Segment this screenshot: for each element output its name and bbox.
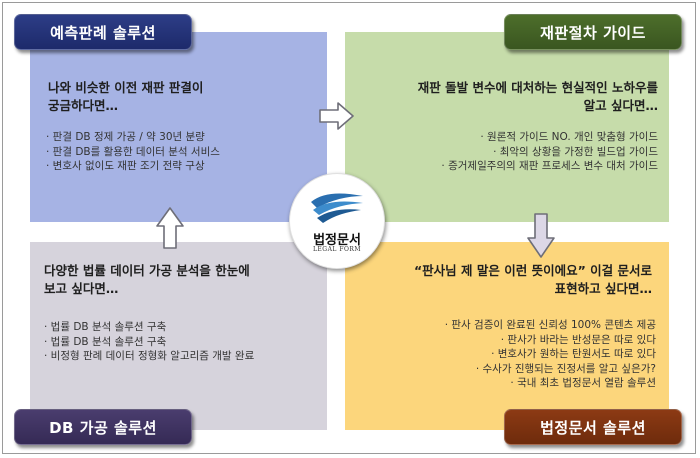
panel-document	[345, 242, 669, 430]
badge-prediction-solution: 예측판례 솔루션	[14, 14, 192, 50]
db-headline: 다양한 법률 데이터 가공 분석을 한눈에 보고 싶다면…	[44, 262, 250, 298]
list-item: · 판사가 바라는 반성문은 따로 있다	[500, 333, 656, 346]
list-item: · 국내 최초 법정문서 열람 솔루션	[510, 377, 656, 389]
logo-subtitle: LEGAL FORM	[312, 246, 362, 253]
prediction-headline-line-2: 궁금하다면…	[48, 98, 119, 113]
list-item: · 변호사 없이도 재판 조기 전략 구상	[46, 160, 205, 172]
procedure-headline-line-1: 재판 돌발 변수에 대처하는 현실적인 노하우를	[417, 80, 658, 95]
logo-circle: 법정문서 LEGAL FORM	[289, 173, 385, 269]
db-headline-line-2: 보고 싶다면…	[44, 281, 119, 296]
document-headline-line-2: 표현하고 싶다면…	[554, 281, 652, 296]
list-item: · 비정형 판례 데이터 정형화 알고리즘 개발 완료	[44, 350, 255, 362]
procedure-headline-line-2: 알고 싶다면…	[583, 98, 658, 113]
list-item: · 판결 DB를 활용한 데이터 분석 서비스	[46, 145, 220, 158]
list-item: · 변호사가 원하는 탄원서도 따로 있다	[491, 348, 656, 360]
procedure-headline: 재판 돌발 변수에 대처하는 현실적인 노하우를 알고 싶다면…	[418, 79, 658, 115]
db-bullets: · 법률 DB 분석 솔루션 구축 · 법률 DB 분석 솔루션 구축 · 비정…	[44, 320, 254, 364]
list-item: · 증거제일주의의 재판 프로세스 변수 대처 가이드	[441, 160, 658, 172]
document-bullets: · 판사 검증이 완료된 신뢰성 100% 콘텐츠 제공 · 판사가 바라는 반…	[445, 318, 656, 391]
panel-prediction	[30, 32, 327, 222]
procedure-bullets: · 원론적 가이드 NO. 개인 맞춤형 가이드 · 최악의 상황을 가정한 빌…	[441, 130, 658, 174]
list-item: · 법률 DB 분석 솔루션 구축	[44, 321, 167, 333]
logo-name: 법정문서	[313, 233, 361, 248]
badge-document-solution: 법정문서 솔루션	[504, 409, 682, 445]
list-item: · 판결 DB 정제 가공 / 약 30년 분량	[46, 131, 205, 143]
arrow-right-icon	[319, 102, 354, 130]
prediction-headline: 나와 비슷한 이전 재판 판결이 궁금하다면…	[48, 79, 203, 115]
wing-logo-icon	[311, 193, 363, 223]
list-item: · 판사 검증이 완료된 신뢰성 100% 콘텐츠 제공	[444, 319, 656, 331]
list-item: · 최악의 상황을 가정한 빌드업 가이드	[493, 145, 658, 158]
arrow-up-icon	[156, 207, 184, 249]
prediction-headline-line-1: 나와 비슷한 이전 재판 판결이	[48, 80, 204, 95]
document-headline: “판사님 제 말은 이런 뜻이에요” 이걸 문서로 표현하고 싶다면…	[414, 262, 652, 298]
badge-procedure-guide: 재판절차 가이드	[504, 14, 682, 50]
list-item: · 수사가 진행되는 진정서를 알고 싶은가?	[475, 362, 656, 375]
arrow-down-icon	[527, 213, 555, 258]
list-item: · 원론적 가이드 NO. 개인 맞춤형 가이드	[480, 131, 658, 143]
list-item: · 법률 DB 분석 솔루션 구축	[44, 335, 167, 348]
db-headline-line-1: 다양한 법률 데이터 가공 분석을 한눈에	[44, 263, 250, 278]
document-headline-line-1: “판사님 제 말은 이런 뜻이에요” 이걸 문서로	[413, 263, 652, 278]
badge-db-solution: DB 가공 솔루션	[14, 409, 192, 445]
panel-procedure	[345, 32, 669, 222]
prediction-bullets: · 판결 DB 정제 가공 / 약 30년 분량 · 판결 DB를 활용한 데이…	[46, 130, 220, 174]
panel-db	[30, 242, 327, 430]
